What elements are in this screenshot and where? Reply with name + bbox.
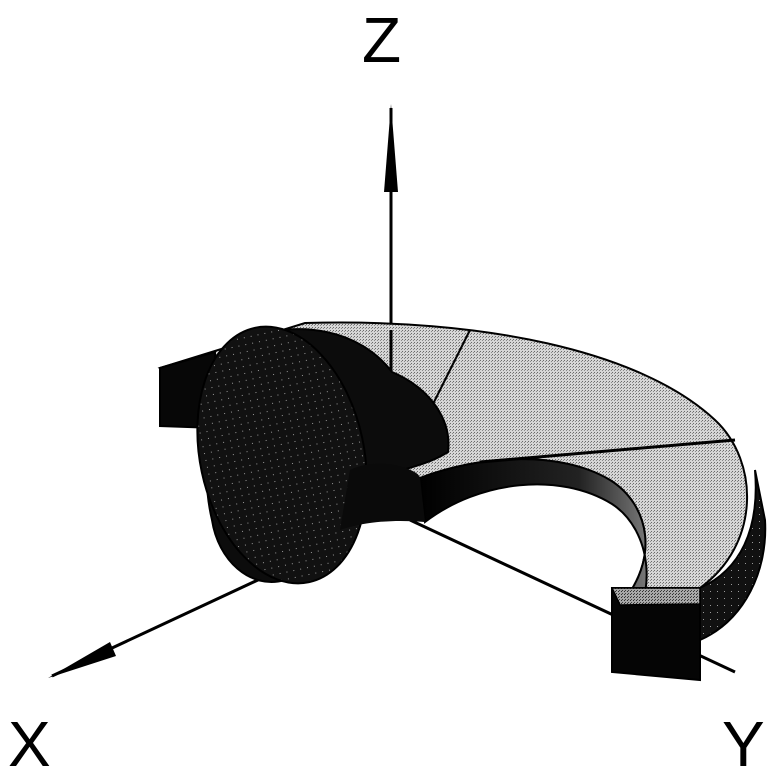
y-axis-label: Y bbox=[722, 708, 765, 775]
x-axis-label: X bbox=[8, 708, 51, 775]
axis-arrows bbox=[48, 104, 398, 678]
z-axis-arrowhead bbox=[384, 104, 398, 192]
ellipsoid-face bbox=[196, 325, 368, 585]
ring-seam-1 bbox=[429, 329, 471, 411]
ellipsoid-body bbox=[196, 325, 450, 585]
axis-labels: Z X Y bbox=[8, 4, 765, 775]
ellipsoid-neck bbox=[340, 463, 425, 530]
ring-seam-2 bbox=[479, 438, 736, 464]
ring-end-top bbox=[610, 587, 701, 606]
x-axis-arrowhead bbox=[48, 642, 116, 678]
z-axis-label: Z bbox=[362, 4, 401, 76]
